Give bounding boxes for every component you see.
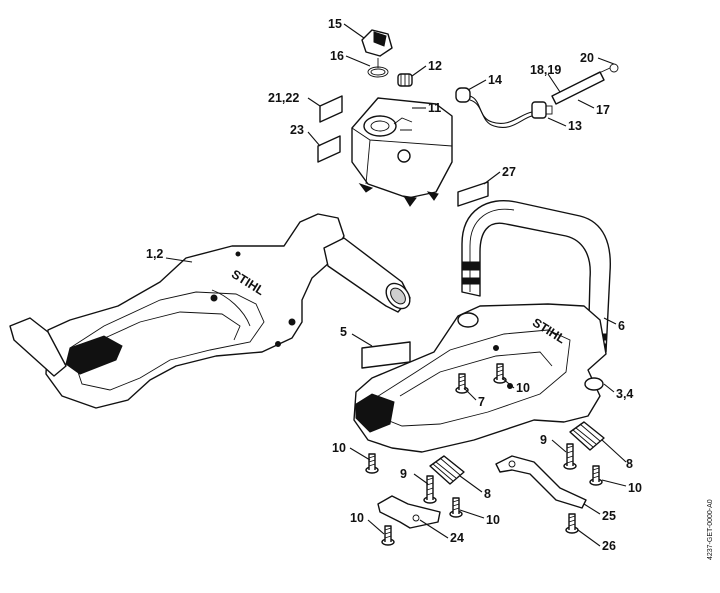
callout-9-b: 9 — [400, 467, 407, 481]
callout-14: 14 — [488, 73, 502, 87]
leader-lines — [165, 23, 627, 547]
callout-17: 17 — [596, 103, 610, 117]
callout-16: 16 — [330, 49, 344, 63]
bracket-25 — [495, 455, 587, 509]
callout-10-d: 10 — [486, 513, 500, 527]
callout-3-4: 3,4 — [616, 387, 633, 401]
callout-8-a: 8 — [626, 457, 633, 471]
callout-20: 20 — [580, 51, 594, 65]
front-housing: STIHL — [353, 303, 607, 453]
callout-23: 23 — [290, 123, 304, 137]
callout-11: 11 — [428, 101, 441, 115]
bracket-24 — [377, 495, 441, 529]
screw-9-right — [563, 443, 577, 470]
callout-10-e: 10 — [350, 511, 364, 525]
rear-handle-housing: STIHL — [9, 213, 345, 409]
callout-15: 15 — [328, 17, 342, 31]
cap-seal-ring — [367, 58, 389, 78]
screw-7 — [455, 373, 469, 394]
diagram-reference: 4237-GET-0000-A0 — [707, 499, 714, 560]
callout-26: 26 — [602, 539, 616, 553]
label-plates — [317, 95, 489, 369]
callout-13: 13 — [568, 119, 582, 133]
callout-25: 25 — [602, 509, 616, 523]
callout-8-b: 8 — [484, 487, 491, 501]
av-spring-right — [569, 421, 605, 451]
rear-grip — [323, 237, 411, 313]
fuel-pickup-body — [397, 73, 413, 87]
tube-and-pin — [551, 63, 619, 105]
fuel-tank — [351, 97, 453, 207]
callout-labels: 15 16 12 21,22 23 11 14 18,19 20 17 13 2… — [146, 17, 642, 553]
fuel-cap — [361, 29, 393, 57]
screw-10-top — [493, 363, 507, 384]
callout-9-a: 9 — [540, 433, 547, 447]
screw-10-left — [365, 453, 379, 474]
callout-5: 5 — [340, 325, 347, 339]
callout-18-19: 18,19 — [530, 63, 561, 77]
screw-10-bottom — [381, 525, 395, 546]
callout-10-c: 10 — [628, 481, 642, 495]
callout-10-a: 10 — [516, 381, 530, 395]
callout-27: 27 — [502, 165, 516, 179]
screw-9-left — [423, 475, 437, 504]
callout-6: 6 — [618, 319, 625, 333]
callout-24: 24 — [450, 531, 464, 545]
screw-26 — [565, 513, 579, 534]
av-spring-left — [429, 455, 465, 485]
screw-10-right — [589, 465, 603, 486]
fuel-line-assembly — [455, 87, 553, 128]
callout-10-b: 10 — [332, 441, 346, 455]
callout-7: 7 — [478, 395, 485, 409]
callout-1-2: 1,2 — [146, 247, 163, 261]
callout-21-22: 21,22 — [268, 91, 299, 105]
screw-10-mid — [449, 497, 463, 518]
callout-12: 12 — [428, 59, 442, 73]
